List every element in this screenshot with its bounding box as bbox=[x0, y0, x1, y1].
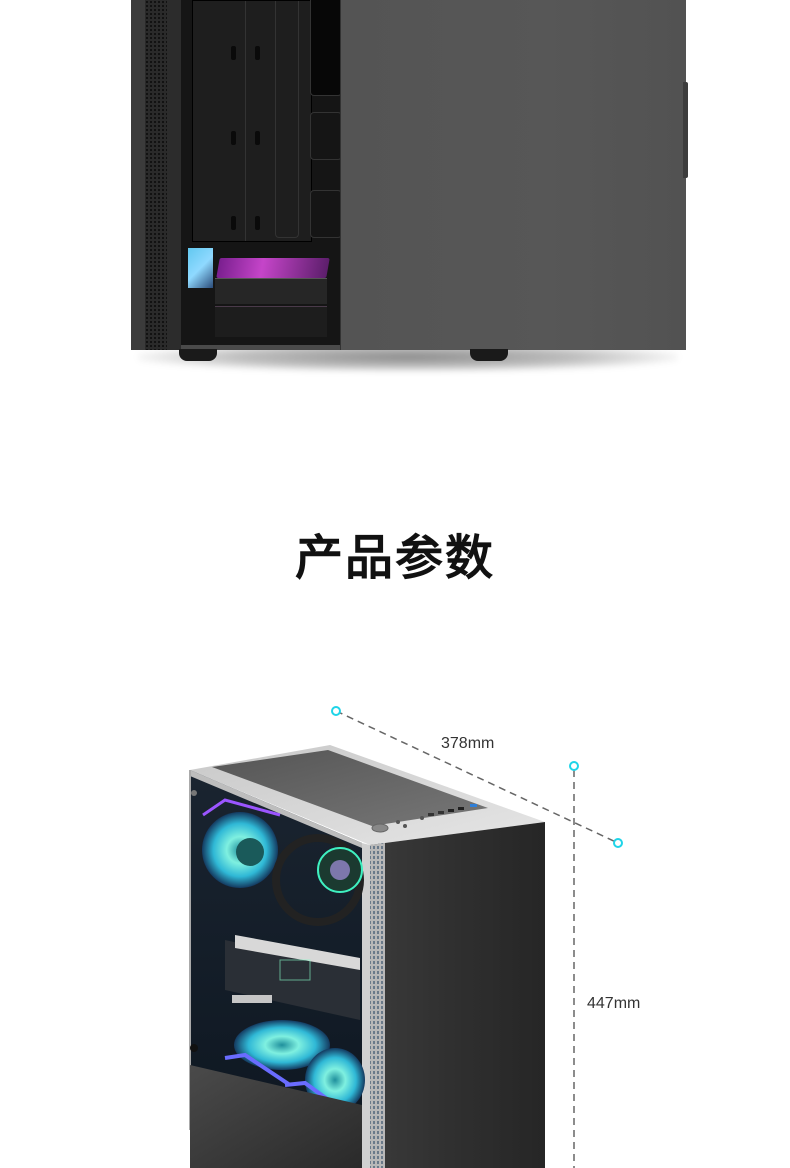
panel-handle bbox=[683, 82, 688, 178]
cable-cutout bbox=[310, 112, 342, 160]
case-side-panel bbox=[370, 822, 545, 1168]
case-foot bbox=[470, 349, 508, 361]
product-image-side-view bbox=[0, 0, 790, 400]
height-label: 447mm bbox=[587, 995, 641, 1012]
cable-cutout bbox=[310, 190, 342, 238]
rgb-fan-bottom-1 bbox=[234, 1020, 330, 1070]
side-panel bbox=[340, 0, 686, 350]
psu-shroud bbox=[190, 1065, 362, 1168]
hdd-bay bbox=[215, 278, 327, 304]
front-mesh-vent bbox=[145, 0, 167, 350]
case-foot bbox=[179, 349, 217, 361]
height-dimension-line bbox=[569, 761, 579, 1168]
depth-dimension-line bbox=[331, 706, 623, 848]
section-title: 产品参数 bbox=[294, 530, 495, 586]
front-mesh-strip bbox=[370, 843, 385, 1168]
dimension-diagram bbox=[189, 706, 623, 1168]
cable-cutout bbox=[310, 0, 342, 96]
top-mesh-vent bbox=[212, 750, 488, 826]
hdd-bay bbox=[215, 306, 327, 337]
motherboard-tray bbox=[192, 0, 312, 242]
hdd-cage-rgb bbox=[216, 258, 330, 278]
depth-label: 378mm bbox=[441, 735, 495, 752]
rgb-fan-glow bbox=[188, 248, 213, 288]
case-front-strip bbox=[131, 0, 145, 350]
power-button bbox=[371, 823, 389, 833]
case-front-edge bbox=[167, 0, 181, 350]
